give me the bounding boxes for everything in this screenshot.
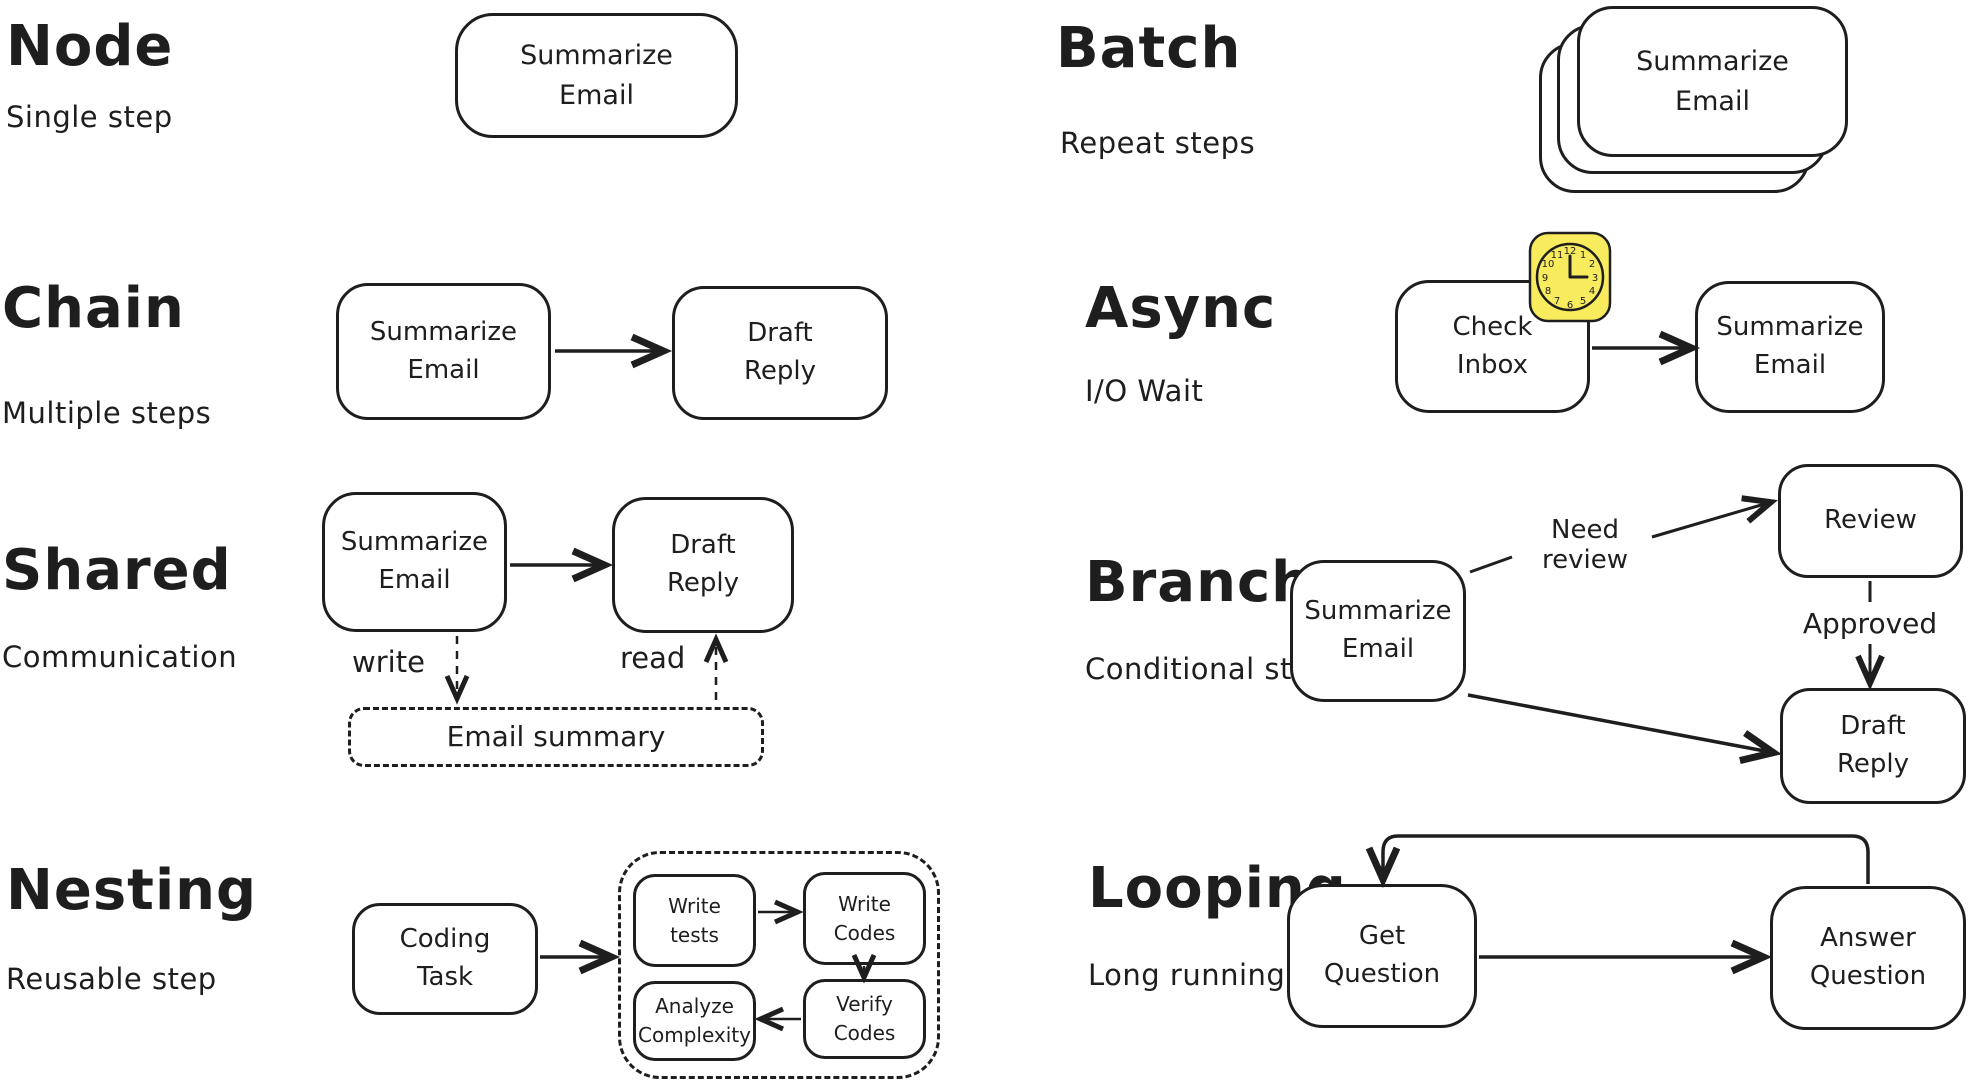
branch-section-subtitle: Conditional step bbox=[1085, 652, 1330, 686]
shared-summarize-email-box: Summarize Email bbox=[322, 492, 507, 632]
async-section-subtitle: I/O Wait bbox=[1085, 374, 1204, 408]
shared-draft-reply-box: Draft Reply bbox=[612, 497, 794, 633]
clock-number: 4 bbox=[1589, 286, 1595, 297]
branch-section-title: Branch bbox=[1085, 550, 1313, 615]
nesting-section-title: Nesting bbox=[6, 858, 258, 923]
chain-draft-reply-box: Draft Reply bbox=[672, 286, 888, 420]
branch-approved-label: Approved bbox=[1802, 607, 1938, 640]
branch-need-review-dash bbox=[1469, 555, 1513, 574]
nesting-coding-task-box: Coding Task bbox=[352, 903, 538, 1015]
shared-write-label: write bbox=[352, 645, 425, 679]
nesting-analyze-complexity-box: Analyze Complexity bbox=[633, 981, 756, 1061]
branch-summarize-email-box: Summarize Email bbox=[1290, 560, 1466, 702]
nesting-write-codes-box: Write Codes bbox=[803, 872, 926, 965]
shared-section-subtitle: Communication bbox=[2, 640, 238, 674]
clock-number: 2 bbox=[1589, 259, 1595, 270]
branch-to-draft-arrow bbox=[1467, 693, 1782, 764]
node-summarize-email-box: Summarize Email bbox=[455, 13, 738, 138]
clock-number: 3 bbox=[1592, 273, 1598, 284]
chain-summarize-email-box: Summarize Email bbox=[336, 283, 551, 420]
shared-read-label: read bbox=[620, 641, 686, 675]
nesting-section-subtitle: Reusable step bbox=[6, 962, 217, 996]
node-section-title: Node bbox=[6, 14, 174, 79]
branch-need-review-label: Need review bbox=[1542, 515, 1628, 575]
async-summarize-email-box: Summarize Email bbox=[1695, 281, 1885, 413]
async-section-title: Async bbox=[1085, 276, 1277, 341]
looping-get-question-box: Get Question bbox=[1287, 884, 1477, 1028]
branch-to-review-arrow bbox=[1651, 495, 1778, 539]
clock-number: 11 bbox=[1551, 250, 1564, 261]
branch-draft-reply-box: Draft Reply bbox=[1780, 688, 1966, 804]
batch-section-subtitle: Repeat steps bbox=[1060, 126, 1256, 160]
nesting-verify-codes-box: Verify Codes bbox=[803, 979, 926, 1059]
looping-answer-question-box: Answer Question bbox=[1770, 886, 1966, 1030]
batch-summarize-email-box: Summarize Email bbox=[1577, 6, 1848, 157]
shared-email-summary-store-box: Email summary bbox=[348, 707, 764, 767]
chain-section-title: Chain bbox=[2, 276, 185, 341]
looping-loopback-arrow bbox=[1365, 834, 1870, 889]
clock-number: 10 bbox=[1542, 259, 1555, 270]
branch-review-box: Review bbox=[1778, 464, 1963, 578]
clock-hands bbox=[1568, 254, 1589, 279]
async-check-inbox-box: Check Inbox bbox=[1395, 280, 1590, 413]
nesting-write-tests-box: Write tests bbox=[633, 874, 756, 967]
shared-section-title: Shared bbox=[2, 538, 232, 603]
node-section-subtitle: Single step bbox=[6, 100, 173, 134]
chain-section-subtitle: Multiple steps bbox=[2, 396, 212, 430]
batch-section-title: Batch bbox=[1056, 16, 1242, 81]
clock-number: 1 bbox=[1580, 250, 1586, 261]
clock-number: 12 bbox=[1564, 246, 1577, 257]
